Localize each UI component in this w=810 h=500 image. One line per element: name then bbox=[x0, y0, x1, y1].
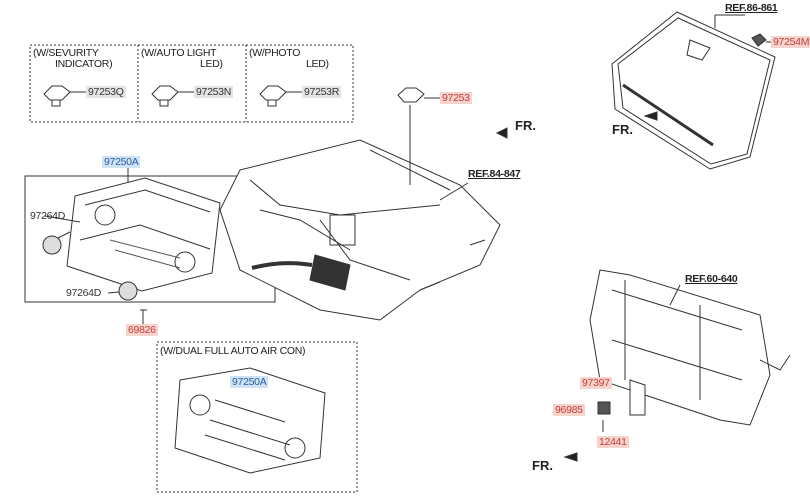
part-97264D[interactable]: 97264D bbox=[30, 210, 65, 222]
front-direction-mark: FR. bbox=[515, 118, 536, 133]
option-caption: (W/PHOTO bbox=[249, 47, 301, 59]
ref-crash-pad[interactable]: REF.84-847 bbox=[468, 168, 521, 180]
part-97250A-dual[interactable]: 97250A bbox=[230, 376, 269, 388]
dual-aircon-caption: (W/DUAL FULL AUTO AIR CON) bbox=[160, 345, 306, 357]
option-caption: (W/AUTO LIGHT bbox=[141, 47, 217, 59]
part-97253Q[interactable]: 97253Q bbox=[86, 86, 126, 98]
sensor-icon bbox=[43, 85, 302, 107]
knob bbox=[42, 235, 62, 255]
part-12441[interactable]: 12441 bbox=[597, 436, 629, 448]
ref-windshield[interactable]: REF.86-861 bbox=[725, 2, 778, 14]
front-direction-mark: FR. bbox=[612, 122, 633, 137]
option-caption: LED) bbox=[306, 58, 329, 70]
windshield bbox=[611, 11, 776, 170]
radiator-support bbox=[589, 269, 791, 426]
option-caption: (W/SEVURITY bbox=[33, 47, 99, 59]
part-97254M[interactable]: 97254M bbox=[771, 36, 810, 48]
dual-aircon-frame bbox=[156, 341, 358, 493]
climate-control-panel bbox=[66, 177, 221, 292]
option-caption: LED) bbox=[200, 58, 223, 70]
part-69826[interactable]: 69826 bbox=[126, 324, 158, 336]
front-direction-mark: FR. bbox=[532, 458, 553, 473]
crash-pad-dashboard bbox=[219, 139, 501, 321]
option-box-frame bbox=[29, 44, 354, 123]
part-97250A[interactable]: 97250A bbox=[102, 156, 141, 168]
part-96985[interactable]: 96985 bbox=[553, 404, 585, 416]
part-97253N[interactable]: 97253N bbox=[194, 86, 233, 98]
dual-climate-control-panel bbox=[174, 367, 326, 474]
part-97253[interactable]: 97253 bbox=[440, 92, 472, 104]
knob bbox=[118, 281, 138, 301]
option-caption: INDICATOR) bbox=[55, 58, 113, 70]
part-97253R[interactable]: 97253R bbox=[302, 86, 341, 98]
part-97397[interactable]: 97397 bbox=[580, 377, 612, 389]
ref-carrier[interactable]: REF.60-640 bbox=[685, 273, 738, 285]
part-97264D[interactable]: 97264D bbox=[66, 287, 101, 299]
